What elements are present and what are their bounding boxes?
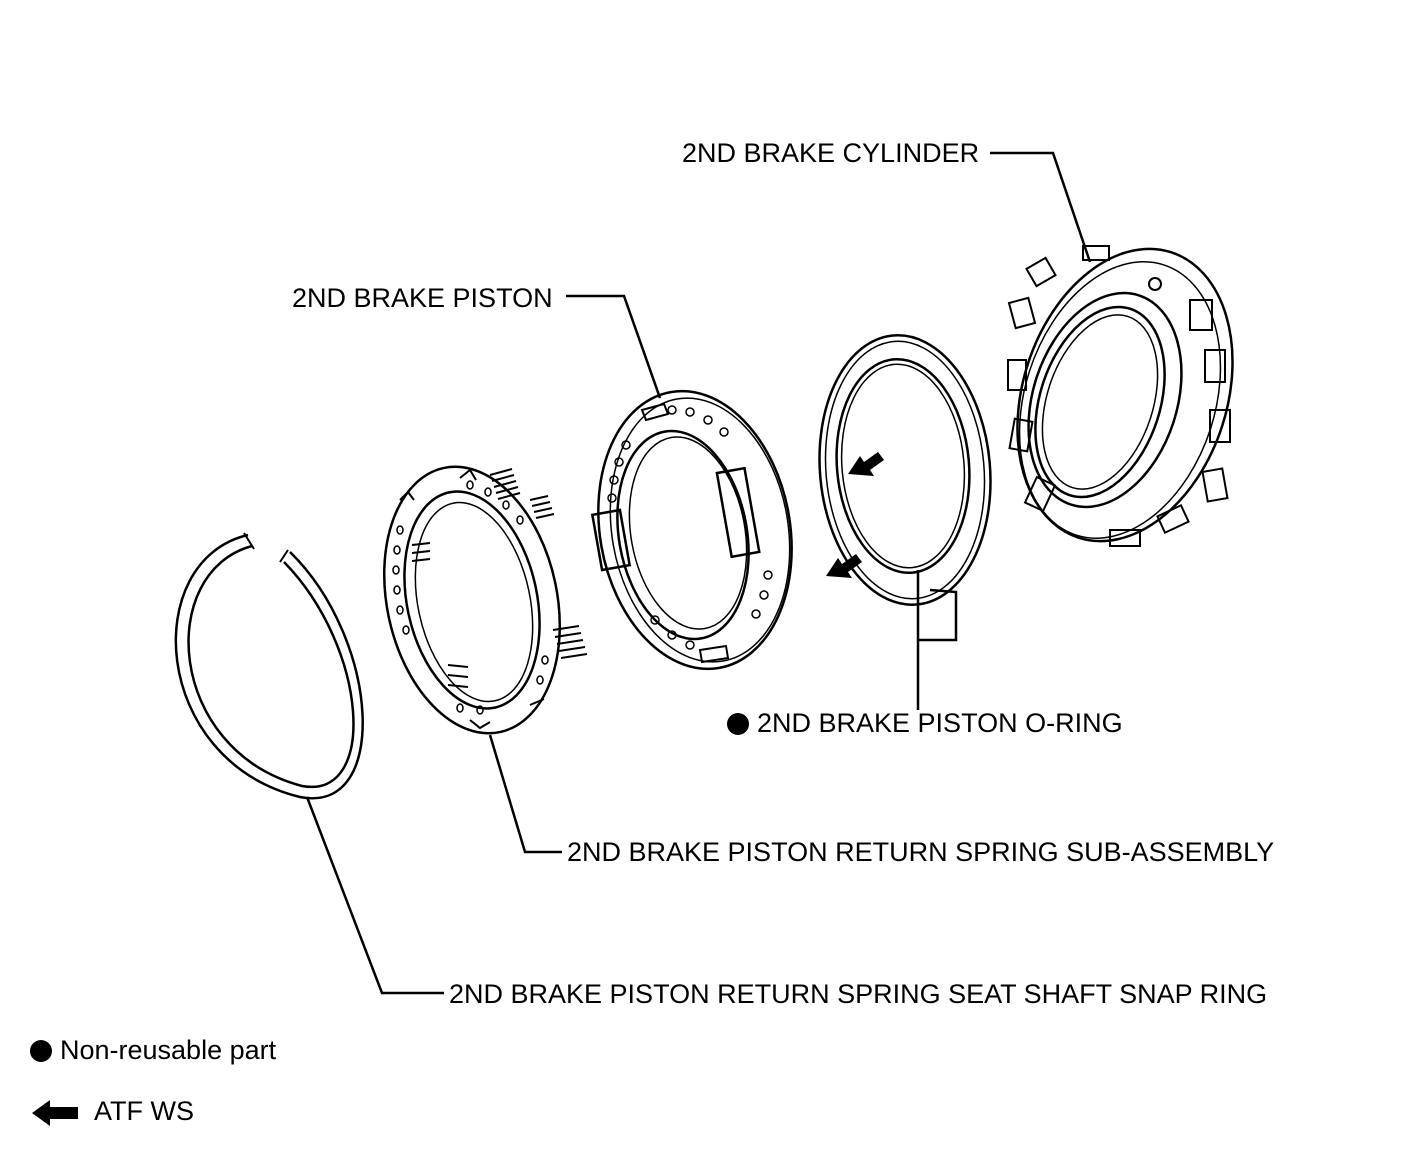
return-spring-label: 2ND BRAKE PISTON RETURN SPRING SUB-ASSEM…	[567, 837, 1275, 867]
non-reusable-dot-icon	[727, 713, 749, 735]
leader-lines	[305, 151, 1092, 995]
cylinder-label: 2ND BRAKE CYLINDER	[682, 138, 980, 168]
legend-non-reusable-text: Non-reusable part	[60, 1035, 277, 1065]
snap-ring	[174, 532, 364, 800]
piston-label: 2ND BRAKE PISTON	[292, 283, 553, 313]
legend-non-reusable: Non-reusable part	[30, 1035, 276, 1065]
snap-ring-label: 2ND BRAKE PISTON RETURN SPRING SEAT SHAF…	[449, 979, 1268, 1009]
non-reusable-dot-icon	[30, 1040, 52, 1062]
brake-piston	[590, 389, 793, 671]
legend-atf-text: ATF WS	[94, 1096, 194, 1126]
atf-arrow-icon	[32, 1099, 78, 1126]
o-ring-label-text: 2ND BRAKE PISTON O-RING	[757, 708, 1123, 738]
o-ring-label: 2ND BRAKE PISTON O-RING	[727, 708, 1123, 738]
return-spring-sub-assembly	[382, 465, 588, 735]
brake-cylinder	[1007, 245, 1234, 547]
legend-atf: ATF WS	[30, 1096, 194, 1128]
atf-arrow-marker	[826, 452, 884, 578]
